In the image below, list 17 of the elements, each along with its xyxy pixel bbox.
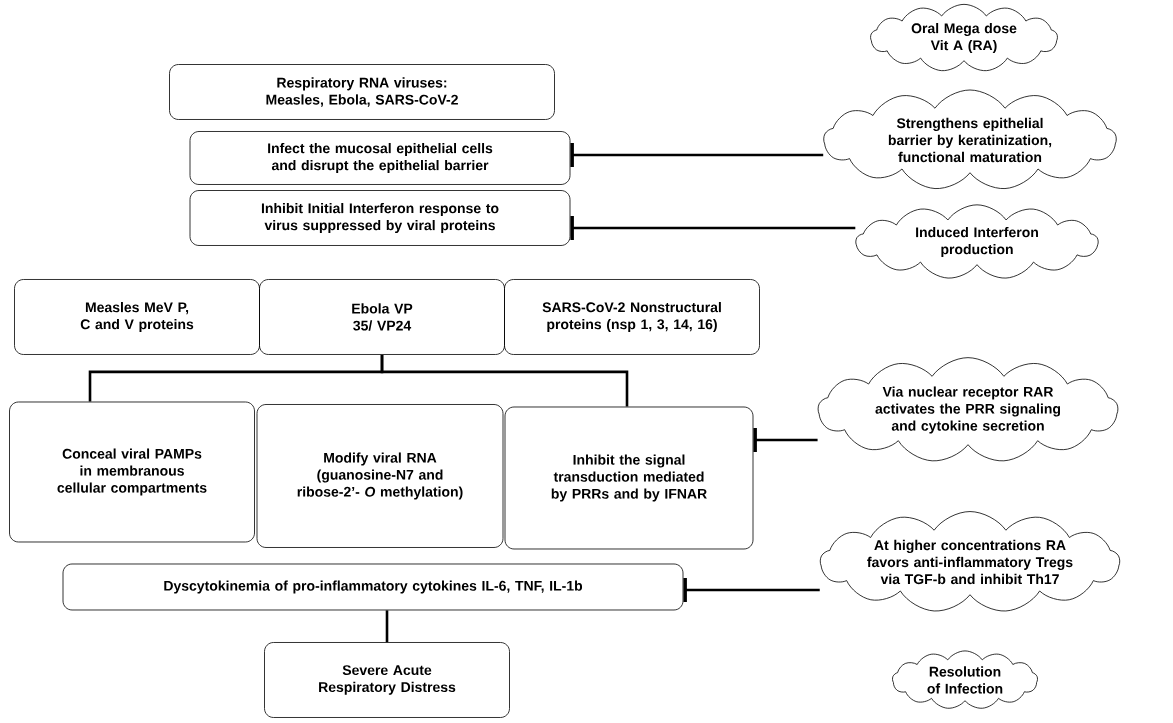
connector-line xyxy=(385,610,389,643)
process-box: Severe Acute Respiratory Distress xyxy=(264,642,510,718)
process-box: Respiratory RNA viruses: Measles, Ebola, SARS-CoV-2 xyxy=(169,64,555,120)
process-box: Dyscytokinemia of pro-inflammatory cytokines IL-6, TNF, IL-1b xyxy=(62,563,684,611)
inhibition-arrow xyxy=(753,428,818,452)
process-box: Conceal viral PAMPs in membranous cellular compartments xyxy=(9,401,255,543)
inhibition-arrow xyxy=(570,216,856,240)
process-box: Ebola VP 35/ VP24 xyxy=(259,279,505,355)
process-box: Measles MeV P, C and V proteins xyxy=(14,279,260,355)
process-box: Inhibit the signal transduction mediated by PRRs and by IFNAR xyxy=(504,406,754,550)
process-box: Modify viral RNA (guanosine-N7 and ribose-2’- O methylation) xyxy=(256,404,504,548)
process-box: Inhibit Initial Interferon response to virus suppressed by viral proteins xyxy=(189,190,571,246)
inhibition-arrow xyxy=(570,143,824,167)
connector-line xyxy=(380,354,629,407)
process-box: Infect the mucosal epithelial cells and disrupt the epithelial barrier xyxy=(189,131,571,185)
process-box: SARS-CoV-2 Nonstructural proteins (nsp 1, 3, 14, 16) xyxy=(504,279,760,355)
inhibition-arrow xyxy=(683,578,820,602)
